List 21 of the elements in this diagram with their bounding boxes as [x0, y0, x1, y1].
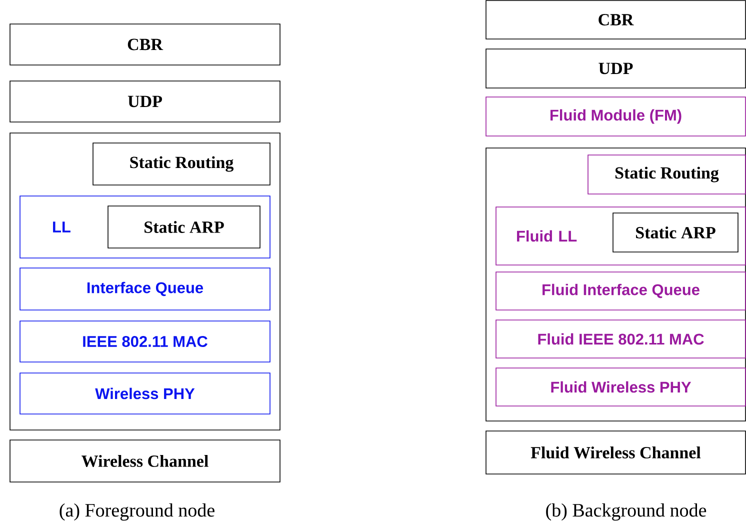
layer-box: Fluid Wireless Channel [486, 430, 746, 474]
caption: (a) Foreground node [60, 503, 214, 521]
caption: (b) Background node [546, 503, 706, 521]
layer-box: CBR [486, 0, 746, 40]
layer-box: Static ARP [108, 206, 260, 248]
layer-box: Static Routing [92, 142, 270, 186]
layer-box: IEEE 802.11 MAC [20, 320, 270, 362]
layer-box: Fluid IEEE 802.11 MAC [496, 320, 746, 358]
layer-box: Static Routing [588, 154, 746, 194]
layer-box: Fluid Interface Queue [496, 272, 746, 310]
layer-box: UDP [10, 80, 280, 122]
layer-box: Interface Queue [20, 268, 270, 310]
layer-box: Fluid Module (FM) [486, 96, 746, 136]
layer-box: Fluid Wireless PHY [496, 368, 746, 406]
layer-box: Wireless PHY [20, 372, 270, 414]
layer-box: CBR [10, 24, 280, 66]
layer-box: Wireless Channel [10, 440, 280, 482]
layer-box: UDP [486, 48, 746, 88]
layer-group-box [486, 148, 746, 422]
layer-box: Static ARP [612, 212, 738, 252]
layer-group-box [10, 132, 280, 430]
